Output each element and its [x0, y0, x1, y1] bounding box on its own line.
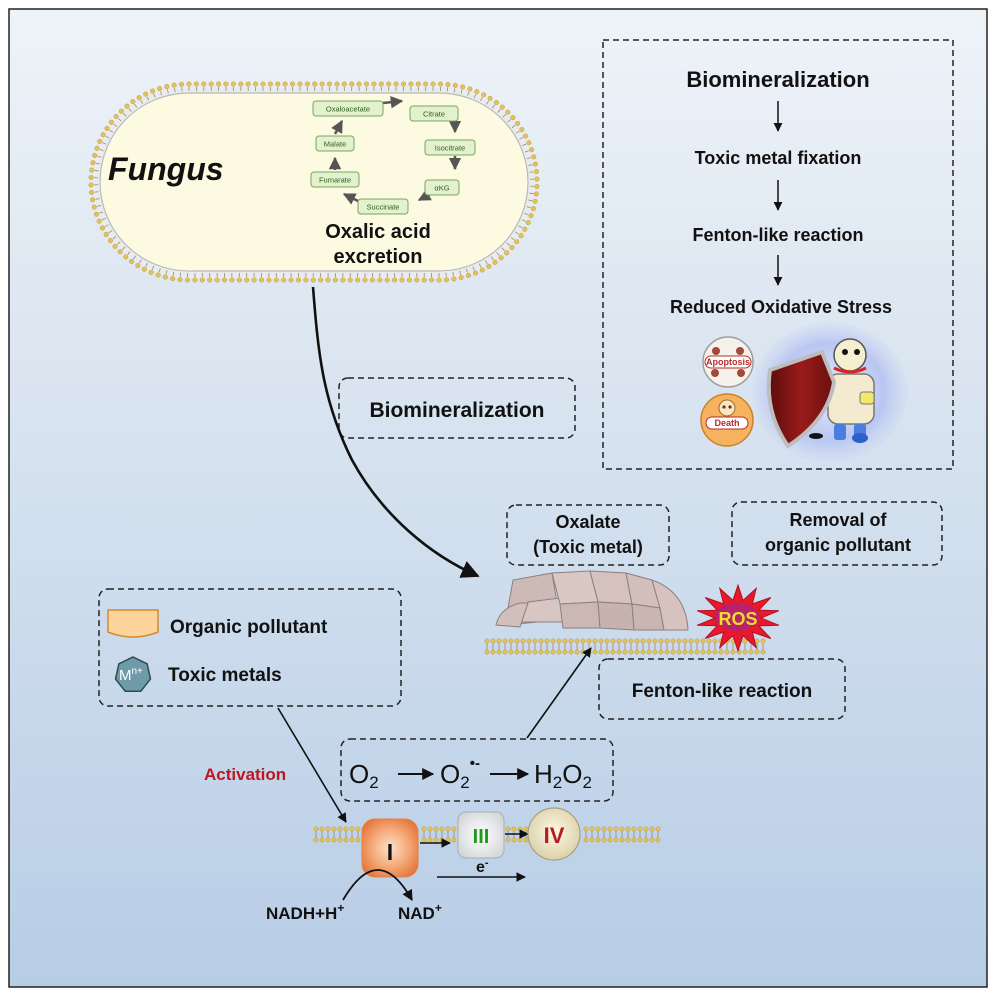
oxalate-label-line2: (Toxic metal): [533, 537, 643, 557]
apoptosis-label: Apoptosis: [706, 357, 750, 367]
excretion-label-line1: Oxalic acid: [325, 221, 431, 243]
biomineralization-arrow: [311, 286, 480, 578]
removal-box: [731, 501, 943, 566]
tca-label: Isocitrate: [435, 144, 465, 153]
removal-label-line1: Removal of: [789, 510, 887, 530]
tca-arrow: [331, 119, 344, 135]
crystal-membrane: [484, 638, 766, 655]
tca-label: Fumarate: [319, 176, 351, 185]
fenton-box: [598, 658, 846, 720]
summary-step-4: Reduced Oxidative Stress: [670, 297, 892, 317]
complex-iv-icon: [527, 807, 581, 861]
superoxide-formula: O2•-: [440, 755, 480, 792]
tca-node-fumarate: [310, 171, 360, 188]
apoptosis-badge-icon: Apoptosis: [702, 336, 754, 388]
activation-arrow: [277, 707, 347, 823]
nadh-oxidation-arrow: [342, 869, 413, 901]
summary-step-3: Fenton-like reaction: [692, 225, 863, 245]
excretion-label-line2: excretion: [334, 246, 423, 268]
tca-node-citrate: [409, 105, 459, 122]
fungus-label: Fungus: [108, 151, 224, 187]
tca-label: Oxaloacetate: [326, 105, 370, 114]
legend-metals-label: Toxic metals: [168, 665, 282, 686]
h2o2-to-fenton-arrow: [526, 647, 592, 739]
o2-formula: O2: [349, 759, 379, 792]
tca-node-isocitrate: [424, 139, 476, 156]
complex-iii-icon: [457, 811, 505, 859]
summary-step-2: Toxic metal fixation: [695, 148, 862, 168]
legend-box: [98, 588, 402, 707]
tca-label: Malate: [324, 140, 347, 149]
shield-character-icon: [752, 322, 908, 462]
tca-arrow: [382, 95, 404, 109]
ros-chain-box: [340, 738, 614, 802]
biomineralization-box: [338, 377, 576, 439]
legend-pollutant-label: Organic pollutant: [170, 617, 328, 638]
tca-node-akg: [424, 179, 460, 196]
oxalate-box: [506, 504, 670, 566]
summary-box: Biomineralization Toxic metal fixation F…: [602, 39, 954, 470]
complex-i-icon: [361, 818, 419, 878]
complex-iii-label: III: [473, 826, 490, 848]
nad-label: NAD+: [398, 901, 442, 923]
tca-cycle: Oxaloacetate Citrate Isocitrate αKG Succ…: [310, 95, 476, 215]
toxic-metal-icon: [114, 656, 152, 692]
activation-label: Activation: [204, 765, 286, 784]
ros-burst-icon: ROS: [696, 583, 780, 653]
metal-ion-label: Mn+: [119, 666, 143, 684]
summary-box-border: [602, 39, 954, 470]
nadh-label: NADH+H+: [266, 901, 344, 923]
tca-label: Succinate: [367, 203, 400, 212]
summary-step-1: Biomineralization: [686, 67, 869, 92]
electron-label: e-: [476, 857, 489, 876]
ros-label: ROS: [718, 609, 757, 629]
oxalate-label-line1: Oxalate: [555, 512, 620, 532]
death-badge-icon: Death: [700, 393, 754, 447]
h2o2-formula: H2O2: [534, 759, 592, 792]
tca-label: Citrate: [423, 110, 445, 119]
oxalate-crystals: [495, 570, 689, 631]
complex-iv-label: IV: [544, 823, 565, 848]
tca-node-succinate: [357, 198, 409, 215]
tca-node-malate: [315, 135, 355, 152]
removal-label-line2: organic pollutant: [765, 535, 911, 555]
biomineralization-label: Biomineralization: [369, 399, 544, 422]
fungus-cell: Fungus Oxaloacetate Citrate Isocitrate α…: [88, 81, 540, 283]
tca-node-oxaloacetate: [312, 100, 384, 117]
complex-i-label: I: [387, 839, 393, 865]
tca-label: αKG: [434, 184, 449, 193]
death-label: Death: [714, 418, 739, 428]
organic-pollutant-icon: [107, 609, 159, 638]
mitochondrial-membrane: [313, 826, 661, 843]
fenton-label: Fenton-like reaction: [632, 681, 813, 702]
